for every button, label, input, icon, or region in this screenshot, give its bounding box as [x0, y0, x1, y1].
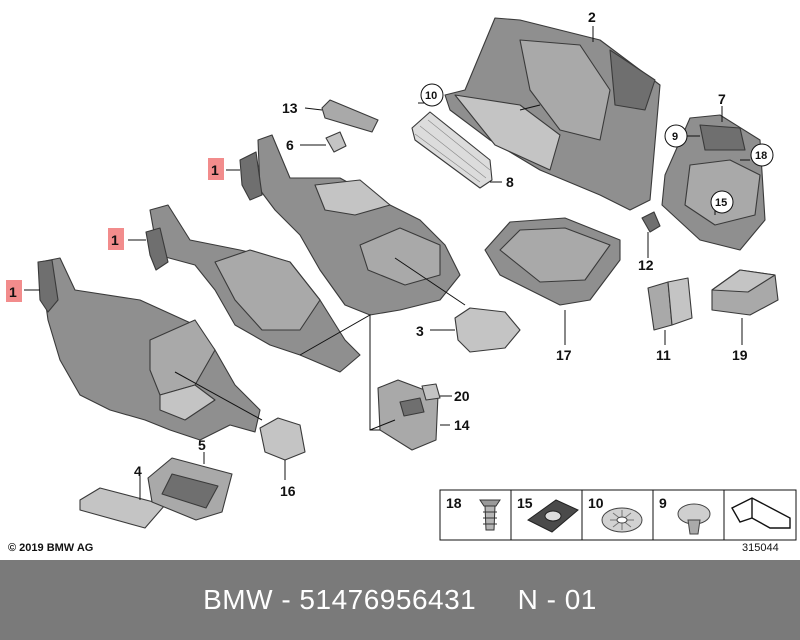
- push-rivet-icon: [479, 499, 501, 531]
- spring-nut-icon: [601, 507, 643, 533]
- callout-16: 16: [280, 483, 296, 499]
- part-1-trim-panel-rear: [239, 134, 461, 316]
- parts-diagram: 1 1 1 2 3 4 5 6 7 8 16 13 14 20 17 12 11…: [6, 9, 797, 541]
- part-20-clip: [421, 383, 441, 401]
- highlight-box-1a: [6, 280, 22, 302]
- part-6-clip: [325, 131, 347, 153]
- part-13-bracket: [321, 99, 379, 133]
- callout-17: 17: [556, 347, 572, 363]
- copyright-notice: © 2019 BMW AG: [8, 542, 94, 554]
- callout-14: 14: [454, 417, 470, 433]
- part-8-mesh-grille: [411, 111, 493, 189]
- part-3-cover: [454, 307, 521, 353]
- part-16-cover: [259, 417, 306, 461]
- legend-label-10: 10: [588, 495, 604, 511]
- callout-circle-15: [710, 190, 734, 214]
- callout-labels: 1 1 1 2 3 4 5 6 7 8 16 13 14 20 17 12 11…: [6, 9, 774, 499]
- part-14-access-panel: [377, 379, 439, 451]
- diagram-reference-code: 315044: [742, 542, 779, 554]
- callout-2: 2: [588, 9, 596, 25]
- part-number-footer: BMW - 51476956431 N - 01: [203, 584, 597, 615]
- arrow-symbol-icon: [731, 497, 791, 529]
- callout-13: 13: [282, 100, 298, 116]
- part-4-mat: [79, 487, 166, 529]
- callout-circle-18: [750, 143, 774, 167]
- callout-6: 6: [286, 137, 294, 153]
- part-2-side-trim-panel: [444, 17, 661, 211]
- callout-7: 7: [718, 91, 726, 107]
- callout-8: 8: [506, 174, 514, 190]
- callout-11: 11: [656, 347, 671, 363]
- part-1-trim-panel-middle: [145, 204, 361, 373]
- legend-label-18: 18: [446, 495, 462, 511]
- callout-20: 20: [454, 388, 470, 404]
- part-12-fastener: [641, 211, 661, 233]
- part-1-trim-panel-front: [37, 257, 261, 441]
- footer-bar: BMW - 51476956431 N - 01: [0, 560, 800, 640]
- part-5-tray: [147, 457, 233, 521]
- leader-lines: [24, 26, 750, 500]
- callout-1b: 1: [111, 232, 119, 248]
- fastener-legend: 18 15 10 9: [439, 489, 797, 541]
- callout-12: 12: [638, 257, 654, 273]
- callout-15: 15: [715, 197, 727, 209]
- part-17-storage-tray: [484, 217, 621, 306]
- highlight-box-1b: [108, 228, 124, 250]
- callout-9: 9: [672, 131, 678, 143]
- callout-circle-10: [420, 83, 444, 107]
- callout-1c: 1: [211, 162, 219, 178]
- callout-4: 4: [134, 463, 142, 479]
- legend-label-15: 15: [517, 495, 533, 511]
- part-19-box-block: [711, 269, 779, 316]
- callout-19: 19: [732, 347, 748, 363]
- expanding-rivet-icon: [677, 503, 711, 535]
- callout-3: 3: [416, 323, 424, 339]
- callout-18: 18: [755, 150, 767, 162]
- highlight-box-1c: [208, 158, 224, 180]
- legend-label-9: 9: [659, 495, 667, 511]
- callout-10: 10: [425, 90, 437, 102]
- part-7-storage-box: [661, 114, 766, 251]
- callout-circle-9: [664, 124, 688, 148]
- part-11-pair-of-trays: [647, 277, 693, 331]
- callout-1a: 1: [9, 284, 17, 300]
- clip-plate-icon: [527, 499, 579, 533]
- callout-5: 5: [198, 437, 206, 453]
